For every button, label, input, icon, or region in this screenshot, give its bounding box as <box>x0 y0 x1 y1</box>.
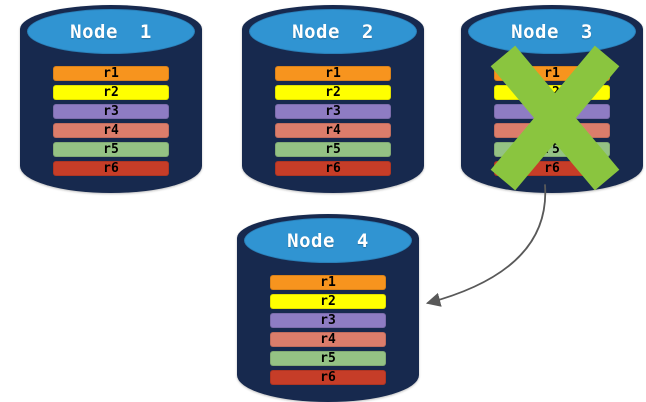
failover-arrow <box>425 184 547 307</box>
replica-row-r2: r2 <box>270 294 386 309</box>
node-2-title: Node 2 <box>292 20 374 43</box>
replica-row-r4: r4 <box>275 123 391 138</box>
node-4-rows: r1 r2 r3 r4 r5 r6 <box>270 275 386 385</box>
node-4-cylinder-top: Node 4 <box>244 218 412 263</box>
node-3-cylinder-top: Node 3 <box>468 9 636 54</box>
node-1-rows: r1 r2 r3 r4 r5 r6 <box>53 66 169 176</box>
replica-row-r2: r2 <box>275 85 391 100</box>
replica-row-r5: r5 <box>275 142 391 157</box>
node-4: Node 4 r1 r2 r3 r4 r5 r6 <box>237 214 419 402</box>
replica-row-r1: r1 <box>275 66 391 81</box>
replica-row-r1: r1 <box>53 66 169 81</box>
node-4-title: Node 4 <box>287 229 369 252</box>
node-2-cylinder-top: Node 2 <box>249 9 417 54</box>
node-1: Node 1 r1 r2 r3 r4 r5 r6 <box>20 5 202 193</box>
replica-row-r6: r6 <box>53 161 169 176</box>
replica-row-r4: r4 <box>270 332 386 347</box>
replica-row-r5: r5 <box>270 351 386 366</box>
failover-arrow-path <box>425 184 547 307</box>
replica-row-r6: r6 <box>270 370 386 385</box>
replica-row-r5: r5 <box>53 142 169 157</box>
node-2: Node 2 r1 r2 r3 r4 r5 r6 <box>242 5 424 193</box>
node-3-title: Node 3 <box>511 20 593 43</box>
replica-row-r3: r3 <box>270 313 386 328</box>
replica-row-r3: r3 <box>275 104 391 119</box>
replica-row-r1: r1 <box>270 275 386 290</box>
replica-row-r2: r2 <box>53 85 169 100</box>
node-2-rows: r1 r2 r3 r4 r5 r6 <box>275 66 391 176</box>
node-3: Node 3 r1 r2 r3 r4 r5 r6 <box>461 5 643 193</box>
replica-row-r3: r3 <box>53 104 169 119</box>
replica-row-r4: r4 <box>53 123 169 138</box>
node-1-cylinder-top: Node 1 <box>27 9 195 54</box>
node-1-title: Node 1 <box>70 20 152 43</box>
replica-row-r6: r6 <box>275 161 391 176</box>
